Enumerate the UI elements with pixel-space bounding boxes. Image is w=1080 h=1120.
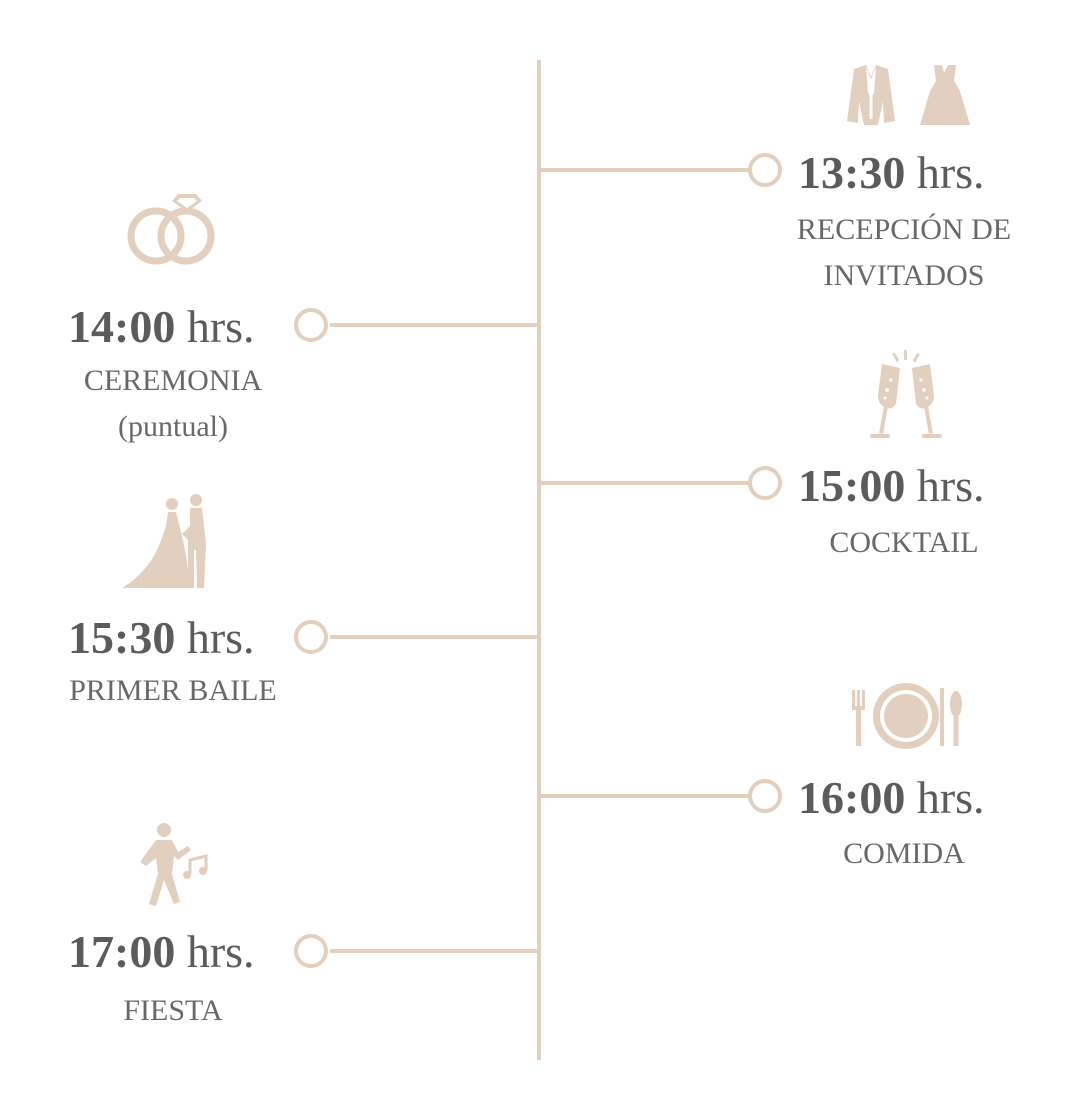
time-value: 17:00 (68, 926, 176, 977)
wedding-rings-icon (124, 190, 224, 270)
timeline-axis (537, 60, 541, 1060)
event-label-line: CEREMONIA (83, 364, 263, 397)
event-time: 15:00 hrs. (798, 463, 985, 509)
event-label: RECEPCIÓN DE INVITADOS (734, 207, 1074, 299)
event-label-line: (puntual) (118, 410, 228, 443)
time-unit: hrs. (186, 926, 255, 977)
time-value: 15:30 (68, 612, 176, 663)
event-label-line: FIESTA (123, 994, 223, 1027)
event-label: COCKTAIL (734, 520, 1074, 566)
event-label-line: PRIMER BAILE (69, 674, 277, 707)
timeline-node (748, 779, 782, 813)
event-label-line: COCKTAIL (829, 526, 979, 559)
timeline-node (748, 466, 782, 500)
dancing-couple-icon (120, 492, 212, 592)
event-label: CEREMONIA (puntual) (3, 358, 343, 450)
event-time: 17:00 hrs. (68, 929, 255, 975)
event-time: 15:30 hrs. (68, 615, 255, 661)
champagne-toast-icon (866, 350, 946, 446)
connector-line (330, 635, 539, 639)
plate-and-cutlery-icon (848, 680, 966, 750)
timeline-node (294, 934, 328, 968)
timeline-node (294, 308, 328, 342)
event-time: 14:00 hrs. (68, 304, 255, 350)
event-label: COMIDA (734, 831, 1074, 877)
connector-line (539, 168, 749, 172)
time-unit: hrs. (916, 460, 985, 511)
time-unit: hrs. (186, 301, 255, 352)
event-label: FIESTA (3, 988, 343, 1034)
time-unit: hrs. (916, 147, 985, 198)
time-value: 14:00 (68, 301, 176, 352)
timeline-node (294, 620, 328, 654)
timeline-node (748, 153, 782, 187)
dancer-with-music-icon (134, 822, 214, 912)
suit-and-dress-icon (838, 63, 974, 129)
time-value: 15:00 (798, 460, 906, 511)
time-unit: hrs. (916, 772, 985, 823)
event-time: 13:30 hrs. (798, 150, 985, 196)
event-label-line: INVITADOS (823, 259, 985, 292)
event-label: PRIMER BAILE (3, 668, 343, 714)
event-label-line: COMIDA (843, 837, 965, 870)
event-label-line: RECEPCIÓN DE (796, 213, 1012, 246)
event-time: 16:00 hrs. (798, 775, 985, 821)
time-unit: hrs. (186, 612, 255, 663)
time-value: 16:00 (798, 772, 906, 823)
connector-line (539, 794, 749, 798)
connector-line (539, 481, 749, 485)
connector-line (330, 323, 539, 327)
time-value: 13:30 (798, 147, 906, 198)
connector-line (330, 949, 539, 953)
